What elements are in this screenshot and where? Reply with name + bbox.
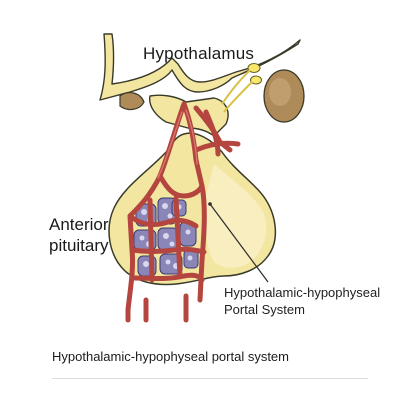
portal-system-label-line2: Portal System [224, 302, 305, 317]
pituitary-portal-diagram: Hypothalamus Anterior pituitary Hypothal… [49, 33, 380, 323]
portal-system-label: Hypothalamic-hypophyseal Portal System [224, 284, 380, 318]
anterior-pituitary-label: Anterior pituitary [49, 214, 109, 256]
caption-divider [52, 378, 368, 379]
portal-system-label-line1: Hypothalamic-hypophyseal [224, 285, 381, 300]
hypothalamus-label: Hypothalamus [143, 44, 255, 63]
posterior-tissue [119, 69, 305, 123]
anterior-pituitary-label-line1: Anterior [49, 215, 109, 234]
vessel-highlights [157, 109, 198, 179]
portal-pointer-line [209, 203, 269, 283]
neuron-cells [221, 63, 262, 113]
portal-pointer-dot [208, 202, 212, 206]
figure-caption: Hypothalamic-hypophyseal portal system [52, 349, 289, 364]
anterior-pituitary-label-line2: pituitary [49, 236, 109, 255]
